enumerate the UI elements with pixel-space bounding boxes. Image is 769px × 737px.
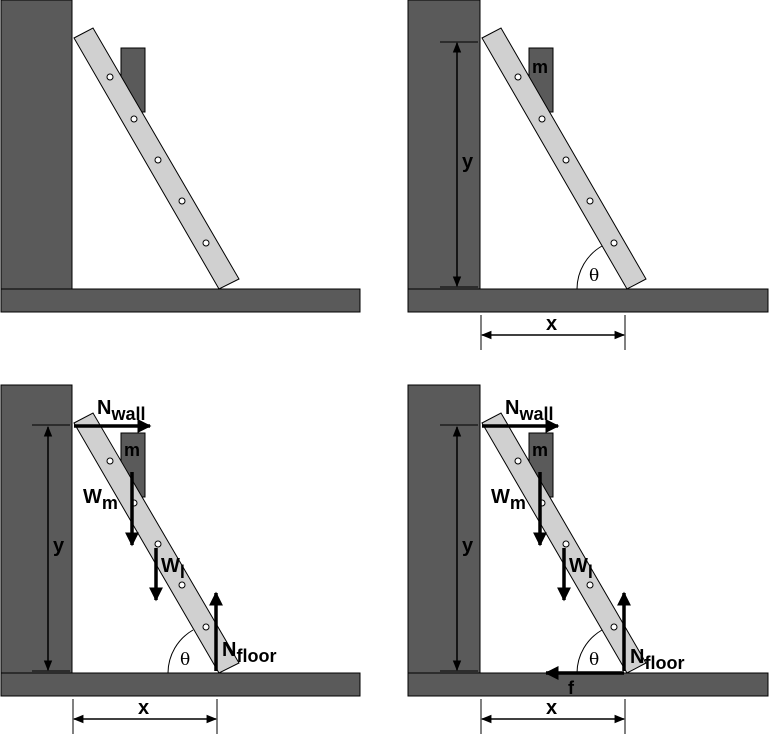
rung (154, 540, 162, 548)
w-m-main: W (491, 486, 510, 508)
wall (407, 384, 481, 674)
wall (0, 384, 73, 674)
n-wall-label: Nwall (97, 397, 145, 424)
w-l-label: Wl (569, 555, 593, 582)
rung (514, 457, 522, 465)
base-label: x (138, 697, 149, 719)
rung (586, 197, 594, 205)
w-m-label: Wm (491, 486, 526, 513)
ladder-rungs (106, 73, 210, 247)
rung (610, 239, 618, 247)
base-label: x (546, 313, 557, 335)
w-l-label: Wl (161, 555, 185, 582)
rung (562, 540, 570, 548)
n-wall-sub: wall (110, 404, 145, 424)
rung (106, 73, 114, 81)
w-m-sub: m (510, 493, 526, 513)
n-floor-label: Nfloor (222, 639, 276, 666)
n-floor-sub: floor (644, 653, 684, 673)
floor (0, 672, 361, 697)
floor (407, 672, 769, 697)
rung (178, 581, 186, 589)
w-l-main: W (161, 555, 180, 577)
angle-label: θ (589, 650, 599, 670)
wall (407, 0, 481, 290)
n-floor-sub: floor (236, 646, 276, 666)
w-m-main: W (83, 486, 102, 508)
n-wall-label: Nwall (505, 397, 553, 424)
rung (610, 623, 618, 631)
n-floor-main: N (222, 639, 236, 661)
rung (202, 623, 210, 631)
panel-forces-with-friction: m y Nwall Wm Wl Nfloor f θ x (407, 384, 769, 734)
panel-ladder-only (0, 0, 361, 313)
rung (514, 73, 522, 81)
rung (538, 115, 546, 123)
height-label: y (53, 535, 65, 557)
ladder-rungs (514, 73, 618, 247)
w-l-sub: l (588, 562, 593, 582)
mass-label: m (124, 440, 140, 460)
rung (202, 239, 210, 247)
rung (562, 156, 570, 164)
n-wall-main: N (505, 397, 519, 419)
n-wall-main: N (97, 397, 111, 419)
floor (0, 288, 361, 313)
base-label: x (546, 697, 557, 719)
w-m-label: Wm (83, 486, 118, 513)
w-l-sub: l (180, 562, 185, 582)
angle-label: θ (180, 650, 190, 670)
rung (106, 457, 114, 465)
height-label: y (462, 535, 474, 557)
rung (130, 115, 138, 123)
n-floor-main: N (630, 646, 644, 668)
mass-label: m (532, 440, 548, 460)
angle-arc (576, 629, 603, 674)
panel-geometry: m y θ x (407, 0, 769, 350)
floor (407, 288, 769, 313)
w-m-sub: m (102, 493, 118, 513)
mass-label: m (532, 57, 548, 77)
angle-label: θ (589, 266, 599, 286)
n-wall-sub: wall (518, 404, 553, 424)
rung (178, 197, 186, 205)
panel-forces-no-friction: m y Nwall Wm Wl Nfloor θ x (0, 384, 361, 734)
rung (586, 581, 594, 589)
angle-arc (167, 629, 194, 674)
rung (154, 156, 162, 164)
height-label: y (462, 151, 474, 173)
n-floor-label: Nfloor (630, 646, 684, 673)
w-l-main: W (569, 555, 588, 577)
wall (0, 0, 73, 290)
friction-label: f (568, 678, 575, 698)
angle-arc (576, 245, 603, 290)
